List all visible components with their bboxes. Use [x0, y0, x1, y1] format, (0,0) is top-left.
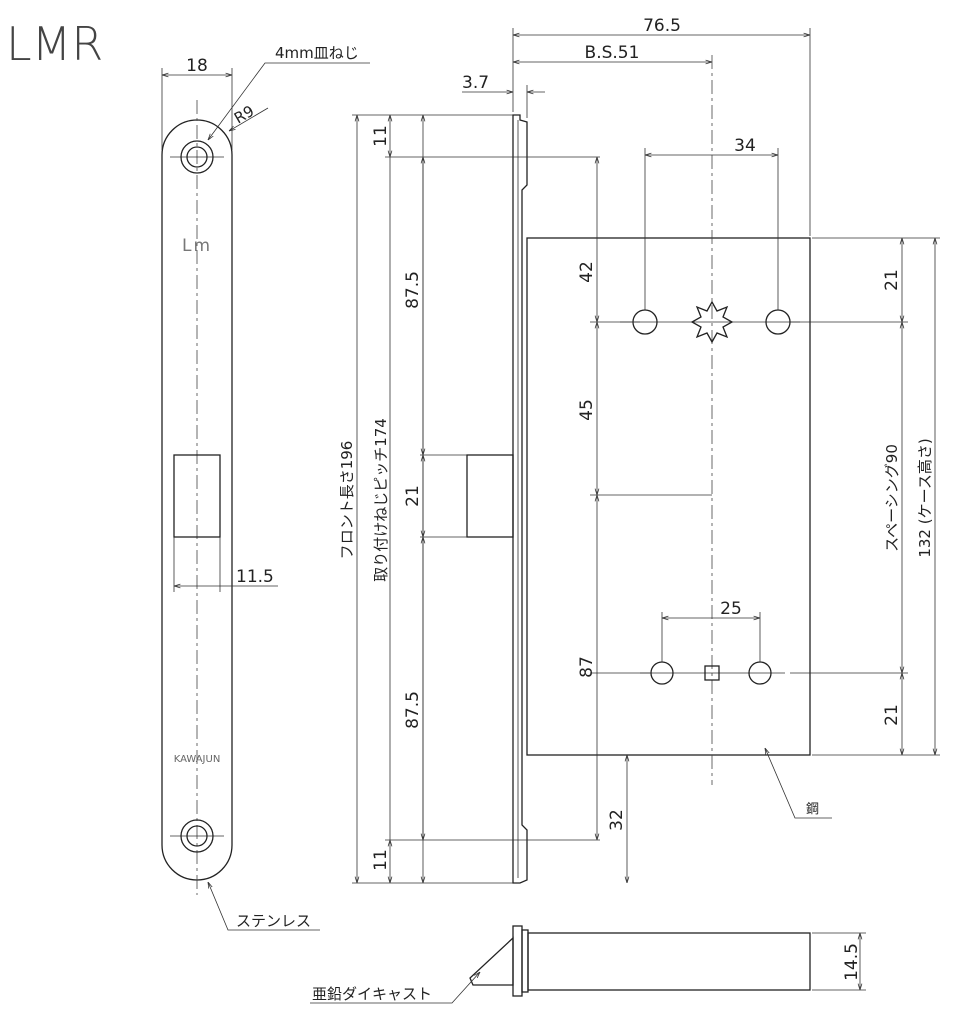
dim-lower-span: 87.5: [403, 691, 423, 729]
side-view: 76.5 B.S.51 3.7 34 25 フロント長さ196 取り付けねじピッ…: [338, 16, 940, 884]
dim-bottom-margin: 11: [371, 849, 391, 871]
dim-radius: R9: [231, 102, 257, 128]
side-front-plate: [512, 114, 528, 884]
screw-hole-bottom: [180, 819, 214, 853]
bottom-case: [527, 932, 811, 991]
dim-case-bottom: 21: [882, 704, 902, 726]
dim-32: 32: [607, 809, 627, 831]
dim-thickness: 14.5: [842, 943, 862, 981]
dim-cylinder-pitch: 34: [734, 136, 756, 156]
dim-latch-height: 21: [403, 485, 423, 507]
dim-front-thickness: 3.7: [462, 73, 489, 93]
bottom-view: 14.5 亜鉛ダイキャスト: [310, 925, 866, 1004]
dim-lever-pitch: 25: [720, 599, 742, 619]
dim-42: 42: [577, 261, 597, 283]
latch-material-label: 亜鉛ダイキャスト: [312, 985, 432, 1003]
dim-upper-span: 87.5: [403, 271, 423, 309]
dim-slot-width: 11.5: [236, 567, 274, 587]
dim-spacing: スペーシング90: [883, 444, 901, 552]
brand-mark: KAWAJUN: [174, 754, 221, 765]
dim-overall-depth: 76.5: [643, 16, 681, 36]
dim-87: 87: [577, 656, 597, 678]
dim-front-length: フロント長さ196: [338, 441, 356, 560]
screw-hole-top: [180, 140, 214, 174]
bevel-latch: [469, 936, 514, 986]
lock-case: [526, 237, 811, 756]
dim-case-top: 21: [882, 269, 902, 291]
spindle-square-hole: [704, 665, 720, 681]
bottom-front-plate: [512, 925, 523, 997]
latch-slot: [173, 454, 221, 538]
dim-top-margin: 11: [371, 125, 391, 147]
case-material-label: 鋼: [806, 802, 819, 817]
screw-note: 4mm皿ねじ: [275, 44, 359, 62]
dim-case-height: 132 (ケース高さ): [916, 438, 934, 557]
dim-width: 18: [186, 56, 208, 76]
latch-bolt: [466, 454, 514, 538]
front-material-label: ステンレス: [236, 912, 311, 930]
logo-mark: Lm: [182, 236, 212, 256]
front-plate-outline: [161, 119, 233, 881]
dim-45: 45: [577, 399, 597, 421]
dim-screw-pitch: 取り付けねじピッチ174: [372, 418, 390, 582]
drawing-title: LMR: [6, 17, 103, 71]
dim-backset: B.S.51: [585, 43, 640, 63]
spindle-star-hole: [690, 300, 734, 344]
